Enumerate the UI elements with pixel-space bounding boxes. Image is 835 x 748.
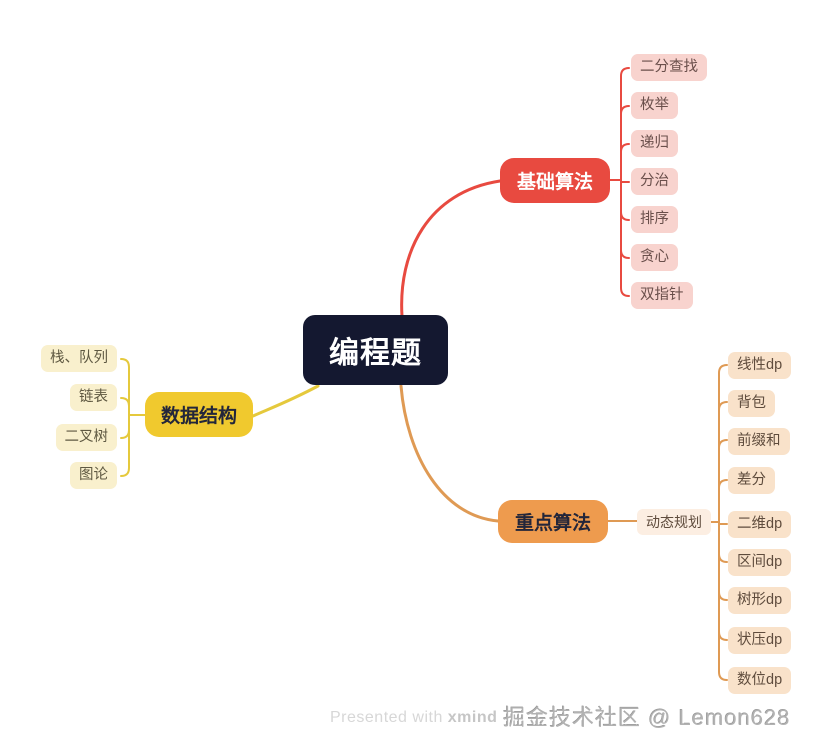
subtopic-interval-dp[interactable]: 区间dp: [728, 549, 792, 576]
subtopic-bitmask-dp[interactable]: 状压dp: [728, 627, 792, 654]
branch-connector-key-algorithms: [399, 384, 500, 523]
subtopic-greedy[interactable]: 贪心: [631, 244, 678, 271]
subtopic-connectors-basic-algorithms: [609, 67, 630, 297]
branch-basic-algorithms[interactable]: 基础算法: [500, 158, 610, 203]
subtopic-recursion[interactable]: 递归: [631, 130, 678, 157]
subtopic-graph-theory[interactable]: 图论: [70, 462, 117, 489]
subtopic-linked-list[interactable]: 链表: [70, 384, 117, 411]
subtopic-linear-dp[interactable]: 线性dp: [728, 352, 792, 379]
central-topic[interactable]: 编程题: [303, 315, 448, 385]
subtopic-digit-dp[interactable]: 数位dp: [728, 667, 792, 694]
subtopic-prefix-sum[interactable]: 前缀和: [728, 428, 790, 455]
xmind-watermark-brand: xmind: [447, 709, 498, 726]
xmind-watermark: Presented with xmind: [330, 709, 497, 727]
branch-connector-basic-algorithms: [400, 179, 502, 318]
community-signature: 掘金技术社区 @ Lemon628: [503, 705, 791, 730]
subtopic-enumeration[interactable]: 枚举: [631, 92, 678, 119]
branch-data-structure[interactable]: 数据结构: [145, 392, 253, 437]
subtopic-two-pointers[interactable]: 双指针: [631, 282, 693, 309]
subtopic-binary-search[interactable]: 二分查找: [631, 54, 707, 81]
subtopic-dynamic-programming[interactable]: 动态规划: [637, 509, 711, 536]
branch-connector-data-structure: [251, 384, 320, 418]
subtopic-2d-dp[interactable]: 二维dp: [728, 511, 792, 538]
branch-key-algorithms[interactable]: 重点算法: [498, 500, 608, 543]
xmind-watermark-prefix: Presented with: [330, 709, 448, 726]
subtopic-sorting[interactable]: 排序: [631, 206, 678, 233]
subtopic-connectors-data-structure: [120, 358, 146, 477]
subtopic-stack-queue[interactable]: 栈、队列: [41, 345, 117, 372]
subtopic-knapsack[interactable]: 背包: [728, 390, 775, 417]
subtopic-divide-conquer[interactable]: 分治: [631, 168, 678, 195]
subtopic-tree-dp[interactable]: 树形dp: [728, 587, 792, 614]
subtopic-difference[interactable]: 差分: [728, 467, 775, 494]
subtopic-binary-tree[interactable]: 二叉树: [55, 424, 117, 451]
